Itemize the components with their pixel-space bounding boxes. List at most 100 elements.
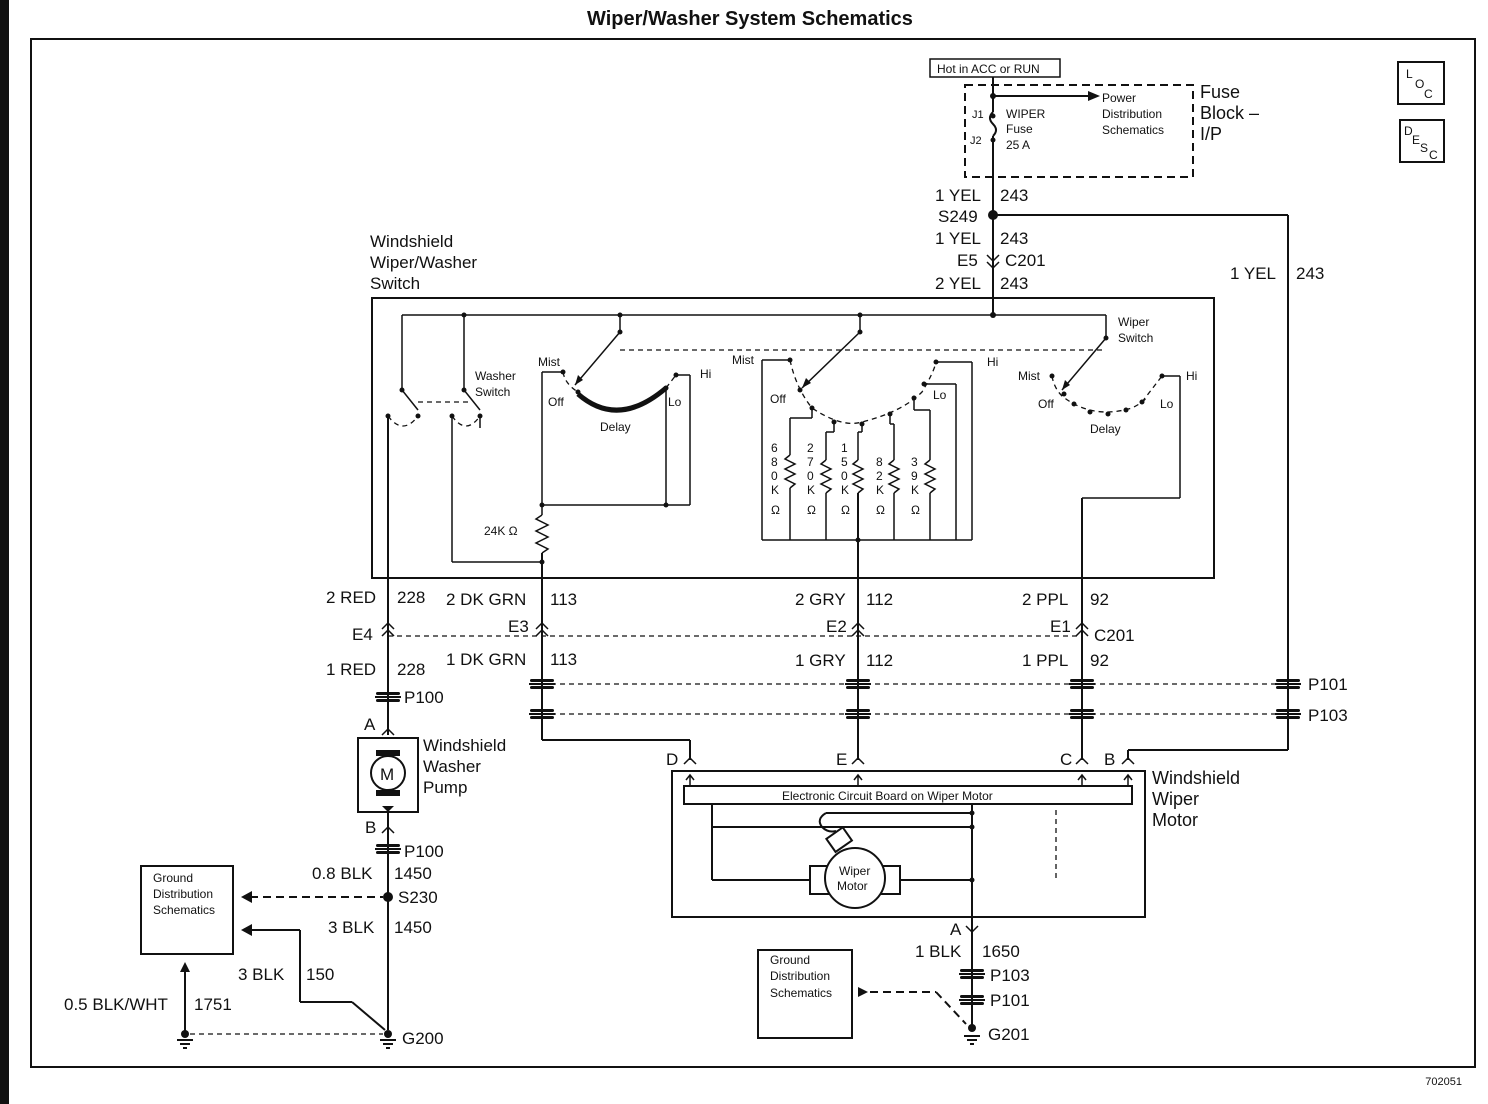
ground-left: Ground Distribution Schematics 3 BLK 150… [64,865,444,1049]
svg-text:2 GRY: 2 GRY [795,590,846,609]
svg-text:C: C [1060,750,1072,769]
svg-text:E2: E2 [826,617,847,636]
svg-text:2 YEL: 2 YEL [935,274,981,293]
svg-text:P100: P100 [404,842,444,861]
svg-text:Schematics: Schematics [1102,123,1164,137]
svg-text:243: 243 [1296,264,1324,283]
svg-text:1 YEL: 1 YEL [1230,264,1276,283]
svg-text:C201: C201 [1094,626,1135,645]
svg-text:S230: S230 [398,888,438,907]
svg-text:Distribution: Distribution [770,969,830,983]
fuse-block: Hot in ACC or RUN J1 J2 WIPER Fuse 25 A … [929,58,1259,215]
svg-text:D: D [666,750,678,769]
svg-text:8: 8 [876,455,883,469]
figure-id: 702051 [1425,1076,1462,1088]
svg-text:J1: J1 [972,109,984,121]
svg-text:25 A: 25 A [1006,138,1030,152]
svg-text:K: K [911,483,919,497]
svg-text:E4: E4 [352,625,373,644]
svg-text:1 YEL: 1 YEL [935,186,981,205]
svg-text:P100: P100 [404,688,444,707]
svg-text:Motor: Motor [1152,810,1198,830]
svg-text:Hi: Hi [987,355,998,369]
svg-text:1 PPL: 1 PPL [1022,651,1068,670]
svg-text:E3: E3 [508,617,529,636]
desc-icon[interactable]: D E S C [1399,119,1445,163]
ground-right: Ground Distribution Schematics [757,949,967,1039]
wiper-motor: D E C B Windshield Wiper Motor Electroni… [666,750,1240,1045]
svg-text:Ground: Ground [153,871,193,885]
svg-text:228: 228 [397,660,425,679]
svg-text:P103: P103 [1308,706,1348,725]
svg-text:G200: G200 [402,1029,444,1048]
resistor-39k: 3 9 K Ω [911,455,920,517]
washer-pump: A M Windshield Washer Pump B P100 0.8 BL… [241,715,506,1030]
loc-icon[interactable]: L O C [1397,61,1445,105]
svg-text:2: 2 [807,441,814,455]
svg-text:Mist: Mist [1018,369,1041,383]
svg-text:Ω: Ω [807,503,816,517]
svg-text:E: E [1412,133,1420,147]
svg-text:I/P: I/P [1200,124,1222,144]
svg-text:Wiper/Washer: Wiper/Washer [370,253,477,272]
svg-text:Fuse: Fuse [1006,122,1033,136]
svg-text:Delay: Delay [1090,422,1121,436]
svg-text:M: M [380,765,394,784]
svg-text:WIPER: WIPER [1006,107,1046,121]
svg-text:K: K [876,483,884,497]
feed-wire-243: 1 YEL 243 S249 1 YEL 243 1 YEL 243 E5 C2… [935,186,1324,750]
svg-text:Windshield: Windshield [423,736,506,755]
svg-text:Ground: Ground [770,953,810,967]
svg-text:Off: Off [770,392,786,406]
svg-text:B: B [1104,750,1115,769]
svg-text:Windshield: Windshield [1152,768,1240,788]
resistor-680k: 6 8 0 K Ω [771,441,780,517]
svg-text:1: 1 [841,441,848,455]
svg-text:Off: Off [548,395,564,409]
svg-text:0.8 BLK: 0.8 BLK [312,864,373,883]
svg-text:3: 3 [911,455,918,469]
resistor-270k: 2 7 0 K Ω [807,441,816,517]
svg-text:1650: 1650 [982,942,1020,961]
svg-text:Distribution: Distribution [1102,107,1162,121]
harness-wires: P100 P101 P103 [375,596,1348,760]
circuit-board-label: Electronic Circuit Board on Wiper Motor [782,789,993,803]
svg-text:8: 8 [771,455,778,469]
svg-text:Fuse: Fuse [1200,82,1240,102]
svg-text:3 BLK: 3 BLK [238,965,285,984]
svg-text:Windshield: Windshield [370,232,453,251]
page-edge-bar [0,0,9,1104]
svg-text:Lo: Lo [1160,397,1174,411]
svg-text:112: 112 [866,651,893,670]
svg-text:1450: 1450 [394,864,432,883]
svg-text:K: K [807,483,815,497]
svg-text:243: 243 [1000,229,1028,248]
svg-text:S: S [1420,141,1428,155]
svg-text:Pump: Pump [423,778,467,797]
svg-text:J2: J2 [970,135,982,147]
svg-text:Wiper: Wiper [1118,315,1149,329]
svg-text:9: 9 [911,469,918,483]
svg-text:K: K [771,483,779,497]
resistor-150k: 1 5 0 K Ω [841,441,850,517]
svg-text:2 DK GRN: 2 DK GRN [446,590,526,609]
svg-text:Schematics: Schematics [153,903,215,917]
svg-text:Hi: Hi [1186,369,1197,383]
svg-text:O: O [1415,77,1424,91]
svg-text:P103: P103 [990,966,1030,985]
diagram-frame [30,38,1476,1068]
svg-text:0: 0 [841,469,848,483]
svg-text:E: E [836,750,847,769]
svg-text:Block –: Block – [1200,103,1259,123]
svg-text:0.5 BLK/WHT: 0.5 BLK/WHT [64,995,168,1014]
svg-text:1450: 1450 [394,918,432,937]
svg-text:Ω: Ω [771,503,780,517]
svg-text:P101: P101 [1308,675,1348,694]
svg-text:Wiper: Wiper [1152,789,1199,809]
svg-text:C: C [1424,87,1433,101]
svg-text:C: C [1429,148,1438,162]
svg-text:113: 113 [550,590,577,609]
svg-text:A: A [364,715,376,734]
svg-text:P101: P101 [990,991,1030,1010]
svg-text:150: 150 [306,965,334,984]
